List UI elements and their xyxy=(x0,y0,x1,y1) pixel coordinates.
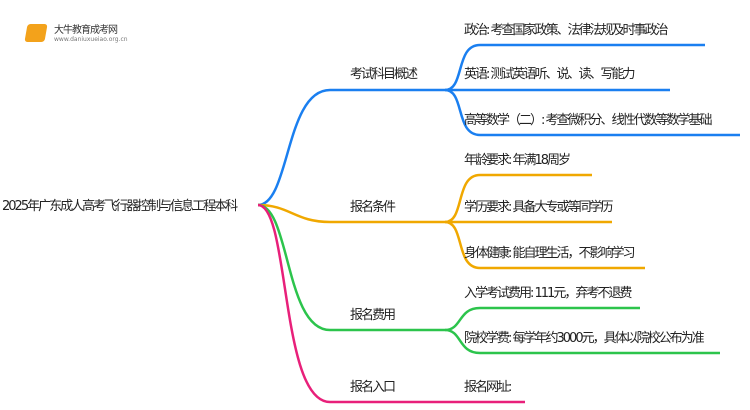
branch-subjects: 考试科目概述 xyxy=(350,67,418,82)
branch-fees: 报名费用 xyxy=(350,308,396,323)
entry-url: 报名网址: xyxy=(464,380,512,395)
condition-education: 学历要求: 具备大专或等同学历 xyxy=(464,200,614,215)
branch-line-conditions xyxy=(257,173,645,270)
fee-exam: 入学考试费用: 111元，弃考不退费 xyxy=(464,286,632,301)
condition-health: 身体健康: 能自理生活，不影响学习 xyxy=(464,246,636,261)
branch-entry: 报名入口 xyxy=(350,380,396,395)
logo-name: 大牛教育成考网 xyxy=(54,25,118,36)
logo: 大牛教育成考网 www.daniuxueiao.org.cn xyxy=(18,18,138,48)
subject-english: 英语: 测试英语听、说、读、写能力 xyxy=(464,67,636,82)
logo-url: www.daniuxueiao.org.cn xyxy=(54,36,128,43)
condition-age: 年龄要求: 年满18周岁 xyxy=(464,153,571,168)
branch-line-subjects xyxy=(257,43,740,207)
branch-line-fees xyxy=(257,203,720,355)
fee-tuition: 院校学费: 每学年约3000元，具体以院校公布为准 xyxy=(464,331,705,346)
subject-politics: 政治: 考查国家政策、法律法规及时事政治 xyxy=(464,23,669,38)
branch-line-entry xyxy=(257,203,525,404)
root-topic: 2025年广东成人高考飞行器控制与信息工程本科 xyxy=(2,199,238,214)
branch-conditions: 报名条件 xyxy=(350,200,396,215)
subject-math: 高等数学（二）: 考查微积分、线性代数等数学基础 xyxy=(464,113,713,128)
